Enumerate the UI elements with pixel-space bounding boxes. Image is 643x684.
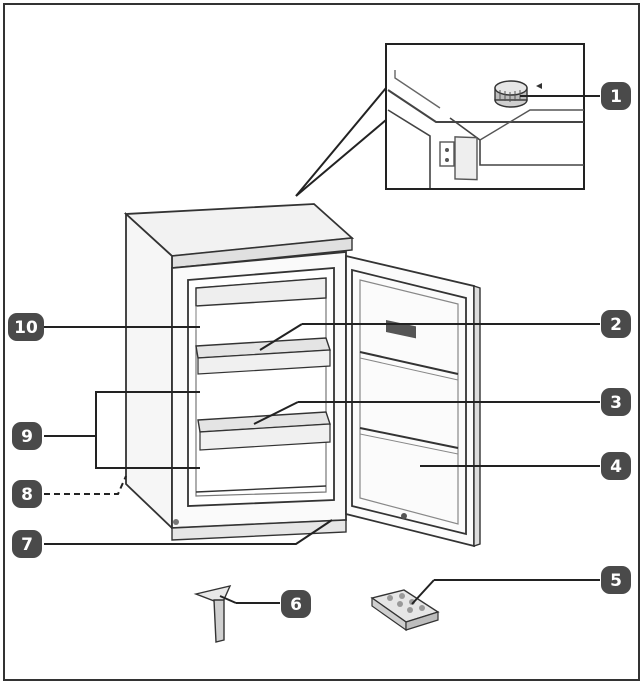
- outer-frame: [3, 3, 640, 681]
- callout-9-label: 9: [21, 427, 33, 447]
- callout-10: 10: [8, 313, 44, 341]
- callout-3-label: 3: [610, 393, 622, 413]
- callout-3: 3: [601, 388, 631, 416]
- cabinet-side: [125, 211, 173, 531]
- ice-scraper-icon: [193, 584, 232, 643]
- callout-6: 6: [281, 590, 311, 618]
- callout-7: 7: [12, 530, 42, 558]
- cabinet-base: [171, 519, 347, 541]
- callout-5-label: 5: [610, 571, 622, 591]
- callout-4-label: 4: [610, 457, 622, 477]
- callout-1-label: 1: [610, 87, 622, 107]
- door-seal: [351, 268, 467, 536]
- ice-cube-tray-icon: [370, 589, 440, 632]
- fridge-cabinet: [123, 203, 355, 541]
- callout-10-label: 10: [14, 318, 38, 338]
- glass-shelf-2: [197, 411, 331, 451]
- callout-9: 9: [12, 422, 42, 450]
- callout-2: 2: [601, 310, 631, 338]
- callout-1: 1: [601, 82, 631, 110]
- callout-7-label: 7: [21, 535, 33, 555]
- callout-4: 4: [601, 452, 631, 480]
- callout-5: 5: [601, 566, 631, 594]
- callout-8: 8: [12, 480, 42, 508]
- callout-8-label: 8: [21, 485, 33, 505]
- detail-inset: [295, 43, 585, 197]
- leader-lines: [44, 95, 600, 605]
- thermostat-knob-icon: [494, 80, 542, 108]
- adjustable-foot-icon: [173, 519, 179, 525]
- callout-6-label: 6: [290, 595, 302, 615]
- callout-2-label: 2: [610, 315, 622, 335]
